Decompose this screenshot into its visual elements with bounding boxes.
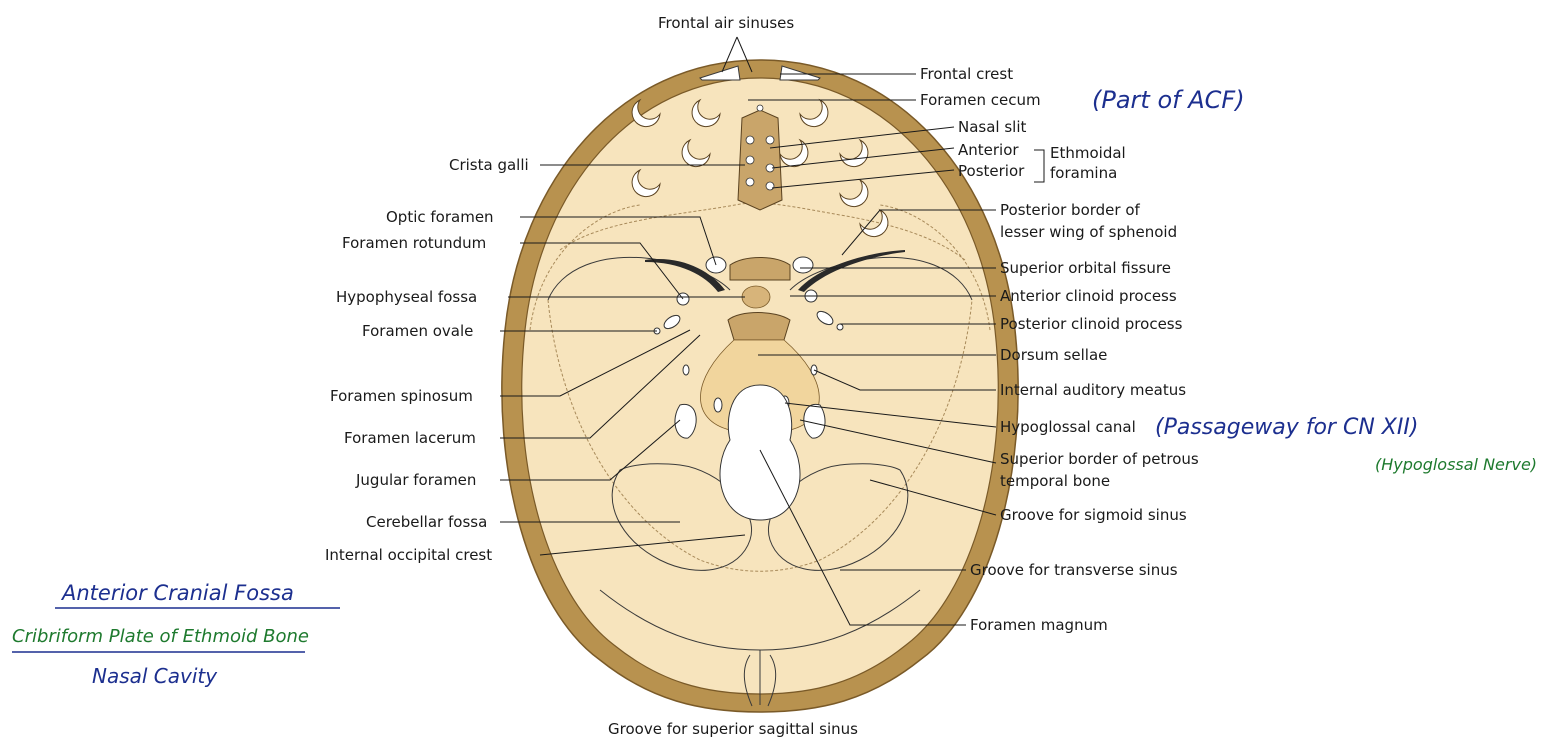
annotation-passageway: (Passageway for CN XII) — [1155, 415, 1418, 440]
label-posterior-clinoid: Posterior clinoid process — [1000, 315, 1183, 333]
annotation-part-of-acf: (Part of ACF) — [1092, 86, 1245, 114]
label-ethmoidal-1: Ethmoidal — [1050, 144, 1126, 162]
label-hypoglossal-canal: Hypoglossal canal — [1000, 418, 1136, 436]
label-internal-occipital-crest: Internal occipital crest — [325, 546, 492, 564]
label-anterior-clinoid: Anterior clinoid process — [1000, 287, 1177, 305]
label-frontal-crest: Frontal crest — [920, 65, 1013, 83]
label-jugular-foramen: Jugular foramen — [355, 471, 476, 489]
label-hypophyseal-fossa: Hypophyseal fossa — [336, 288, 477, 306]
annotation-anterior-cranial-fossa: Anterior Cranial Fossa — [60, 581, 294, 605]
annotation-hypoglossal-nerve: (Hypoglossal Nerve) — [1375, 455, 1537, 474]
label-groove-sigmoid: Groove for sigmoid sinus — [1000, 506, 1187, 524]
label-dorsum-sellae: Dorsum sellae — [1000, 346, 1107, 364]
ethmoidal-bracket — [1034, 150, 1044, 182]
label-cerebellar-fossa: Cerebellar fossa — [366, 513, 487, 531]
label-optic-foramen: Optic foramen — [386, 208, 494, 226]
label-foramen-ovale: Foramen ovale — [362, 322, 473, 340]
label-post-border-lesser-1: Posterior border of — [1000, 201, 1141, 219]
label-posterior: Posterior — [958, 162, 1025, 180]
label-foramen-cecum: Foramen cecum — [920, 91, 1041, 109]
label-nasal-slit: Nasal slit — [958, 118, 1027, 136]
crista-galli — [738, 105, 782, 210]
label-internal-auditory-meatus: Internal auditory meatus — [1000, 381, 1186, 399]
label-superior-orbital-fissure: Superior orbital fissure — [1000, 259, 1171, 277]
label-frontal-air-sinuses: Frontal air sinuses — [658, 14, 794, 32]
label-foramen-lacerum: Foramen lacerum — [344, 429, 476, 447]
label-foramen-spinosum: Foramen spinosum — [330, 387, 473, 405]
label-anterior: Anterior — [958, 141, 1019, 159]
label-ethmoidal-2: foramina — [1050, 164, 1117, 182]
label-groove-transverse: Groove for transverse sinus — [970, 561, 1178, 579]
foramen-magnum — [720, 385, 800, 520]
label-groove-sup-sagittal: Groove for superior sagittal sinus — [608, 720, 858, 738]
label-crista-galli: Crista galli — [449, 156, 529, 174]
label-sup-border-petrous-1: Superior border of petrous — [1000, 450, 1199, 468]
annotation-nasal-cavity: Nasal Cavity — [92, 664, 218, 688]
label-foramen-magnum: Foramen magnum — [970, 616, 1108, 634]
label-foramen-rotundum: Foramen rotundum — [342, 234, 486, 252]
annotation-cribriform-plate: Cribriform Plate of Ethmoid Bone — [12, 626, 309, 647]
label-post-border-lesser-2: lesser wing of sphenoid — [1000, 223, 1177, 241]
label-sup-border-petrous-2: temporal bone — [1000, 472, 1110, 490]
